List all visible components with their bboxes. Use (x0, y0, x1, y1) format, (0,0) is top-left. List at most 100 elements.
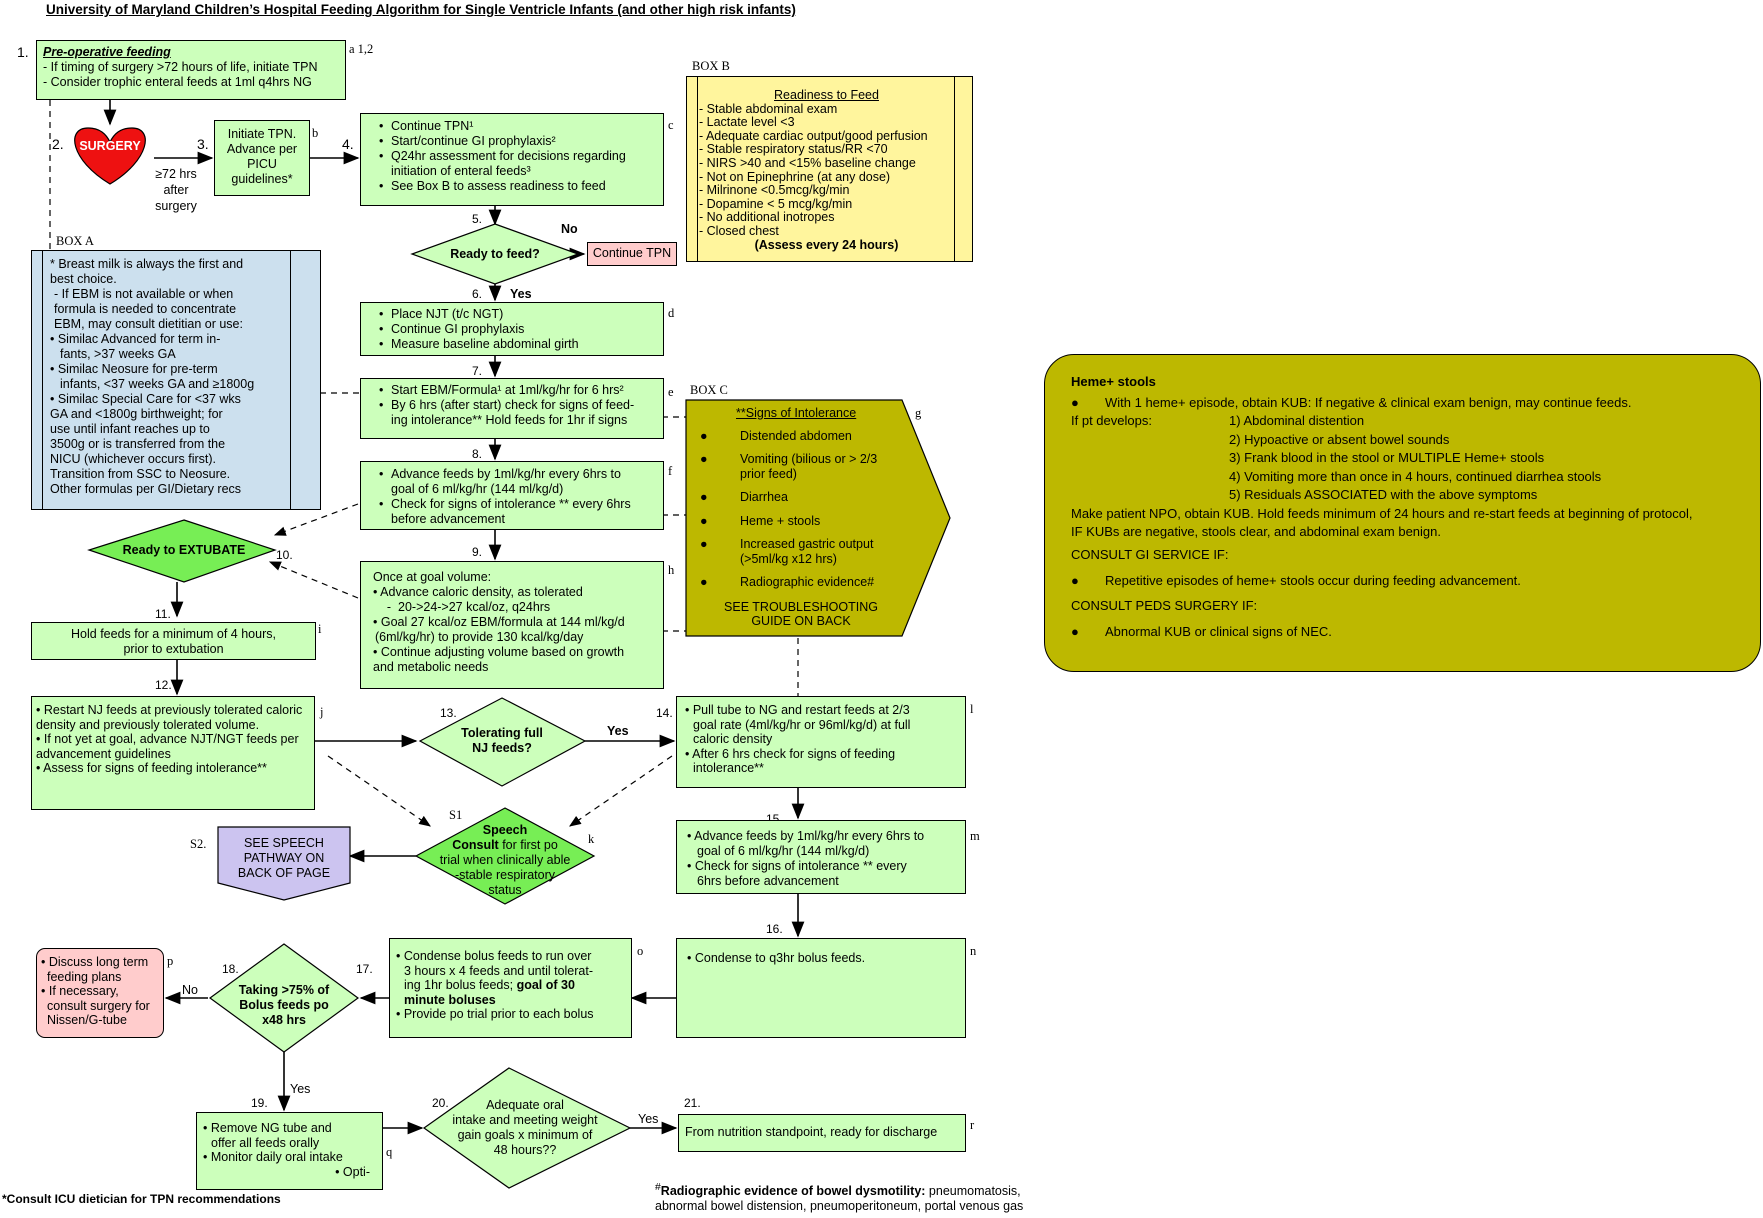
step-21-number: 21. (684, 1096, 701, 1110)
box4-item: Continue TPN¹ (379, 119, 655, 134)
ref-l: l (970, 702, 974, 716)
continue-tpn-box: Continue TPN¹ Start/continue GI prophyla… (360, 113, 664, 206)
box4-item: See Box B to assess readiness to feed (379, 179, 655, 194)
ref-c: c (668, 118, 674, 132)
condense-q3hr-box: • Condense to q3hr bolus feeds. (676, 938, 966, 1038)
ref-o: o (637, 944, 644, 958)
footnote-dietician: *Consult ICU dietician for TPN recommend… (2, 1192, 281, 1206)
ready-to-extubate-diamond (87, 519, 277, 583)
step-10-number: 10. (276, 548, 293, 562)
ref-f: f (668, 464, 673, 478)
ref-h: h (668, 563, 675, 577)
step-19-number: 19. (251, 1096, 268, 1110)
box-b-label: BOX B (692, 59, 730, 73)
ref-d: d (668, 306, 675, 320)
pull-tube-box: • Pull tube to NG and restart feeds at 2… (676, 696, 966, 788)
surgery-after-label: ≥72 hrs after surgery (155, 167, 197, 213)
initiate-tpn-box: Initiate TPN. Advance per PICU guideline… (214, 120, 310, 196)
step-9-number: 9. (472, 545, 483, 559)
continue-tpn-terminal: Continue TPN (587, 242, 677, 266)
hold-feeds-box: Hold feeds for a minimum of 4 hours,prio… (31, 622, 316, 660)
heme-title: Heme+ stools (1071, 374, 1156, 389)
box-a-label: BOX A (56, 234, 94, 248)
ref-n: n (970, 944, 977, 958)
taking-yes: Yes (290, 1082, 311, 1096)
box-a-formula: * Breast milk is always the first and be… (31, 250, 321, 510)
step-14-number: 14. (656, 706, 673, 720)
ready-for-discharge-box: From nutrition standpoint, ready for dis… (678, 1114, 966, 1152)
step-2-number: 2. (52, 136, 64, 152)
long-term-feeding-box: • Discuss long term feeding plans • If n… (36, 948, 164, 1038)
adequate-yes: Yes (638, 1112, 659, 1126)
box-b-readiness: Readiness to Feed - Stable abdominal exa… (686, 76, 973, 262)
ref-e: e (668, 385, 674, 399)
step-3-number: 3. (197, 136, 209, 152)
adequate-intake-diamond (422, 1067, 632, 1189)
box4-item: Q24hr assessment for decisions regarding… (379, 149, 655, 179)
step-6-number: 6. (472, 287, 483, 301)
start-ebm-box: Start EBM/Formula¹ at 1ml/kg/hr for 6 hr… (360, 378, 664, 439)
box-c-content: **Signs of Intolerance ●Distended abdome… (700, 406, 900, 629)
step-12-number: 12. (155, 678, 172, 692)
preop-feeding-box: Pre-operative feeding - If timing of sur… (36, 40, 346, 100)
box-b-heading: Readiness to Feed (774, 88, 879, 102)
step-1-number: 1. (17, 44, 29, 60)
ref-g: g (915, 406, 922, 420)
step-8-number: 8. (472, 447, 483, 461)
step-17-number: 17. (356, 962, 373, 976)
step-18-number: 18. (222, 962, 239, 976)
preop-line-2: - Consider trophic enteral feeds at 1ml … (43, 75, 312, 89)
ref-b: b (312, 126, 319, 140)
ready-to-feed-diamond (410, 223, 580, 285)
advance-feeds-ng-box: • Advance feeds by 1ml/kg/hr every 6hrs … (676, 820, 966, 894)
place-njt-box: Place NJT (t/c NGT) Continue GI prophyla… (360, 302, 664, 356)
ref-a: a 1,2 (349, 42, 374, 56)
step-11-number: 11. (155, 607, 171, 621)
step-13-number: 13. (440, 706, 457, 720)
ref-q: q (386, 1145, 393, 1159)
tolerating-yes: Yes (607, 724, 629, 738)
advance-feeds-box: Advance feeds by 1ml/kg/hr every 6hrs to… (360, 461, 664, 530)
page-title: University of Maryland Children’s Hospit… (46, 2, 796, 17)
speech-s2-label: S2. (190, 837, 207, 851)
step-7-number: 7. (472, 364, 483, 378)
heme-stools-box: Heme+ stools ●With 1 heme+ episode, obta… (1044, 354, 1761, 672)
ref-r: r (970, 1118, 975, 1132)
ref-j: j (320, 705, 324, 719)
speech-s1-label: S1 (449, 808, 463, 822)
ready-to-feed-yes: Yes (510, 287, 532, 301)
tolerating-diamond (418, 697, 587, 787)
remove-ng-box: • Remove NG tube and offer all feeds ora… (196, 1112, 383, 1190)
taking-no: No (182, 983, 198, 997)
box-b-footer: (Assess every 24 hours) (754, 237, 899, 252)
speech-pathway-shape (217, 826, 351, 901)
box-c-chevron (685, 399, 951, 637)
restart-nj-box: • Restart NJ feeds at previously tolerat… (31, 696, 315, 810)
box4-item: Start/continue GI prophylaxis² (379, 134, 655, 149)
step-20-number: 20. (432, 1096, 449, 1110)
step-16-number: 16. (766, 922, 783, 936)
ref-m: m (970, 829, 980, 843)
ref-p: p (167, 954, 174, 968)
surgery-label: SURGERY (79, 139, 141, 153)
ref-i: i (318, 622, 322, 636)
taking-bolus-diamond (208, 943, 360, 1053)
ready-to-feed-no: No (561, 222, 578, 236)
ready-to-extubate-label: Ready to EXTUBATE (122, 543, 246, 557)
footnote-radiographic: #Radiographic evidence of bowel dysmotil… (655, 1182, 1024, 1214)
preop-line-1: - If timing of surgery >72 hours of life… (43, 60, 318, 74)
step-4-number: 4. (342, 136, 354, 152)
surgery-heart (74, 127, 146, 185)
ref-k: k (588, 832, 595, 846)
step-5-number: 5. (472, 212, 483, 226)
box-c-heading: **Signs of Intolerance (736, 406, 857, 420)
preop-heading: Pre-operative feeding (43, 45, 171, 59)
speech-consult-diamond (414, 807, 596, 905)
goal-volume-box: Once at goal volume: • Advance caloric d… (360, 561, 664, 689)
box-c-label: BOX C (690, 383, 728, 397)
